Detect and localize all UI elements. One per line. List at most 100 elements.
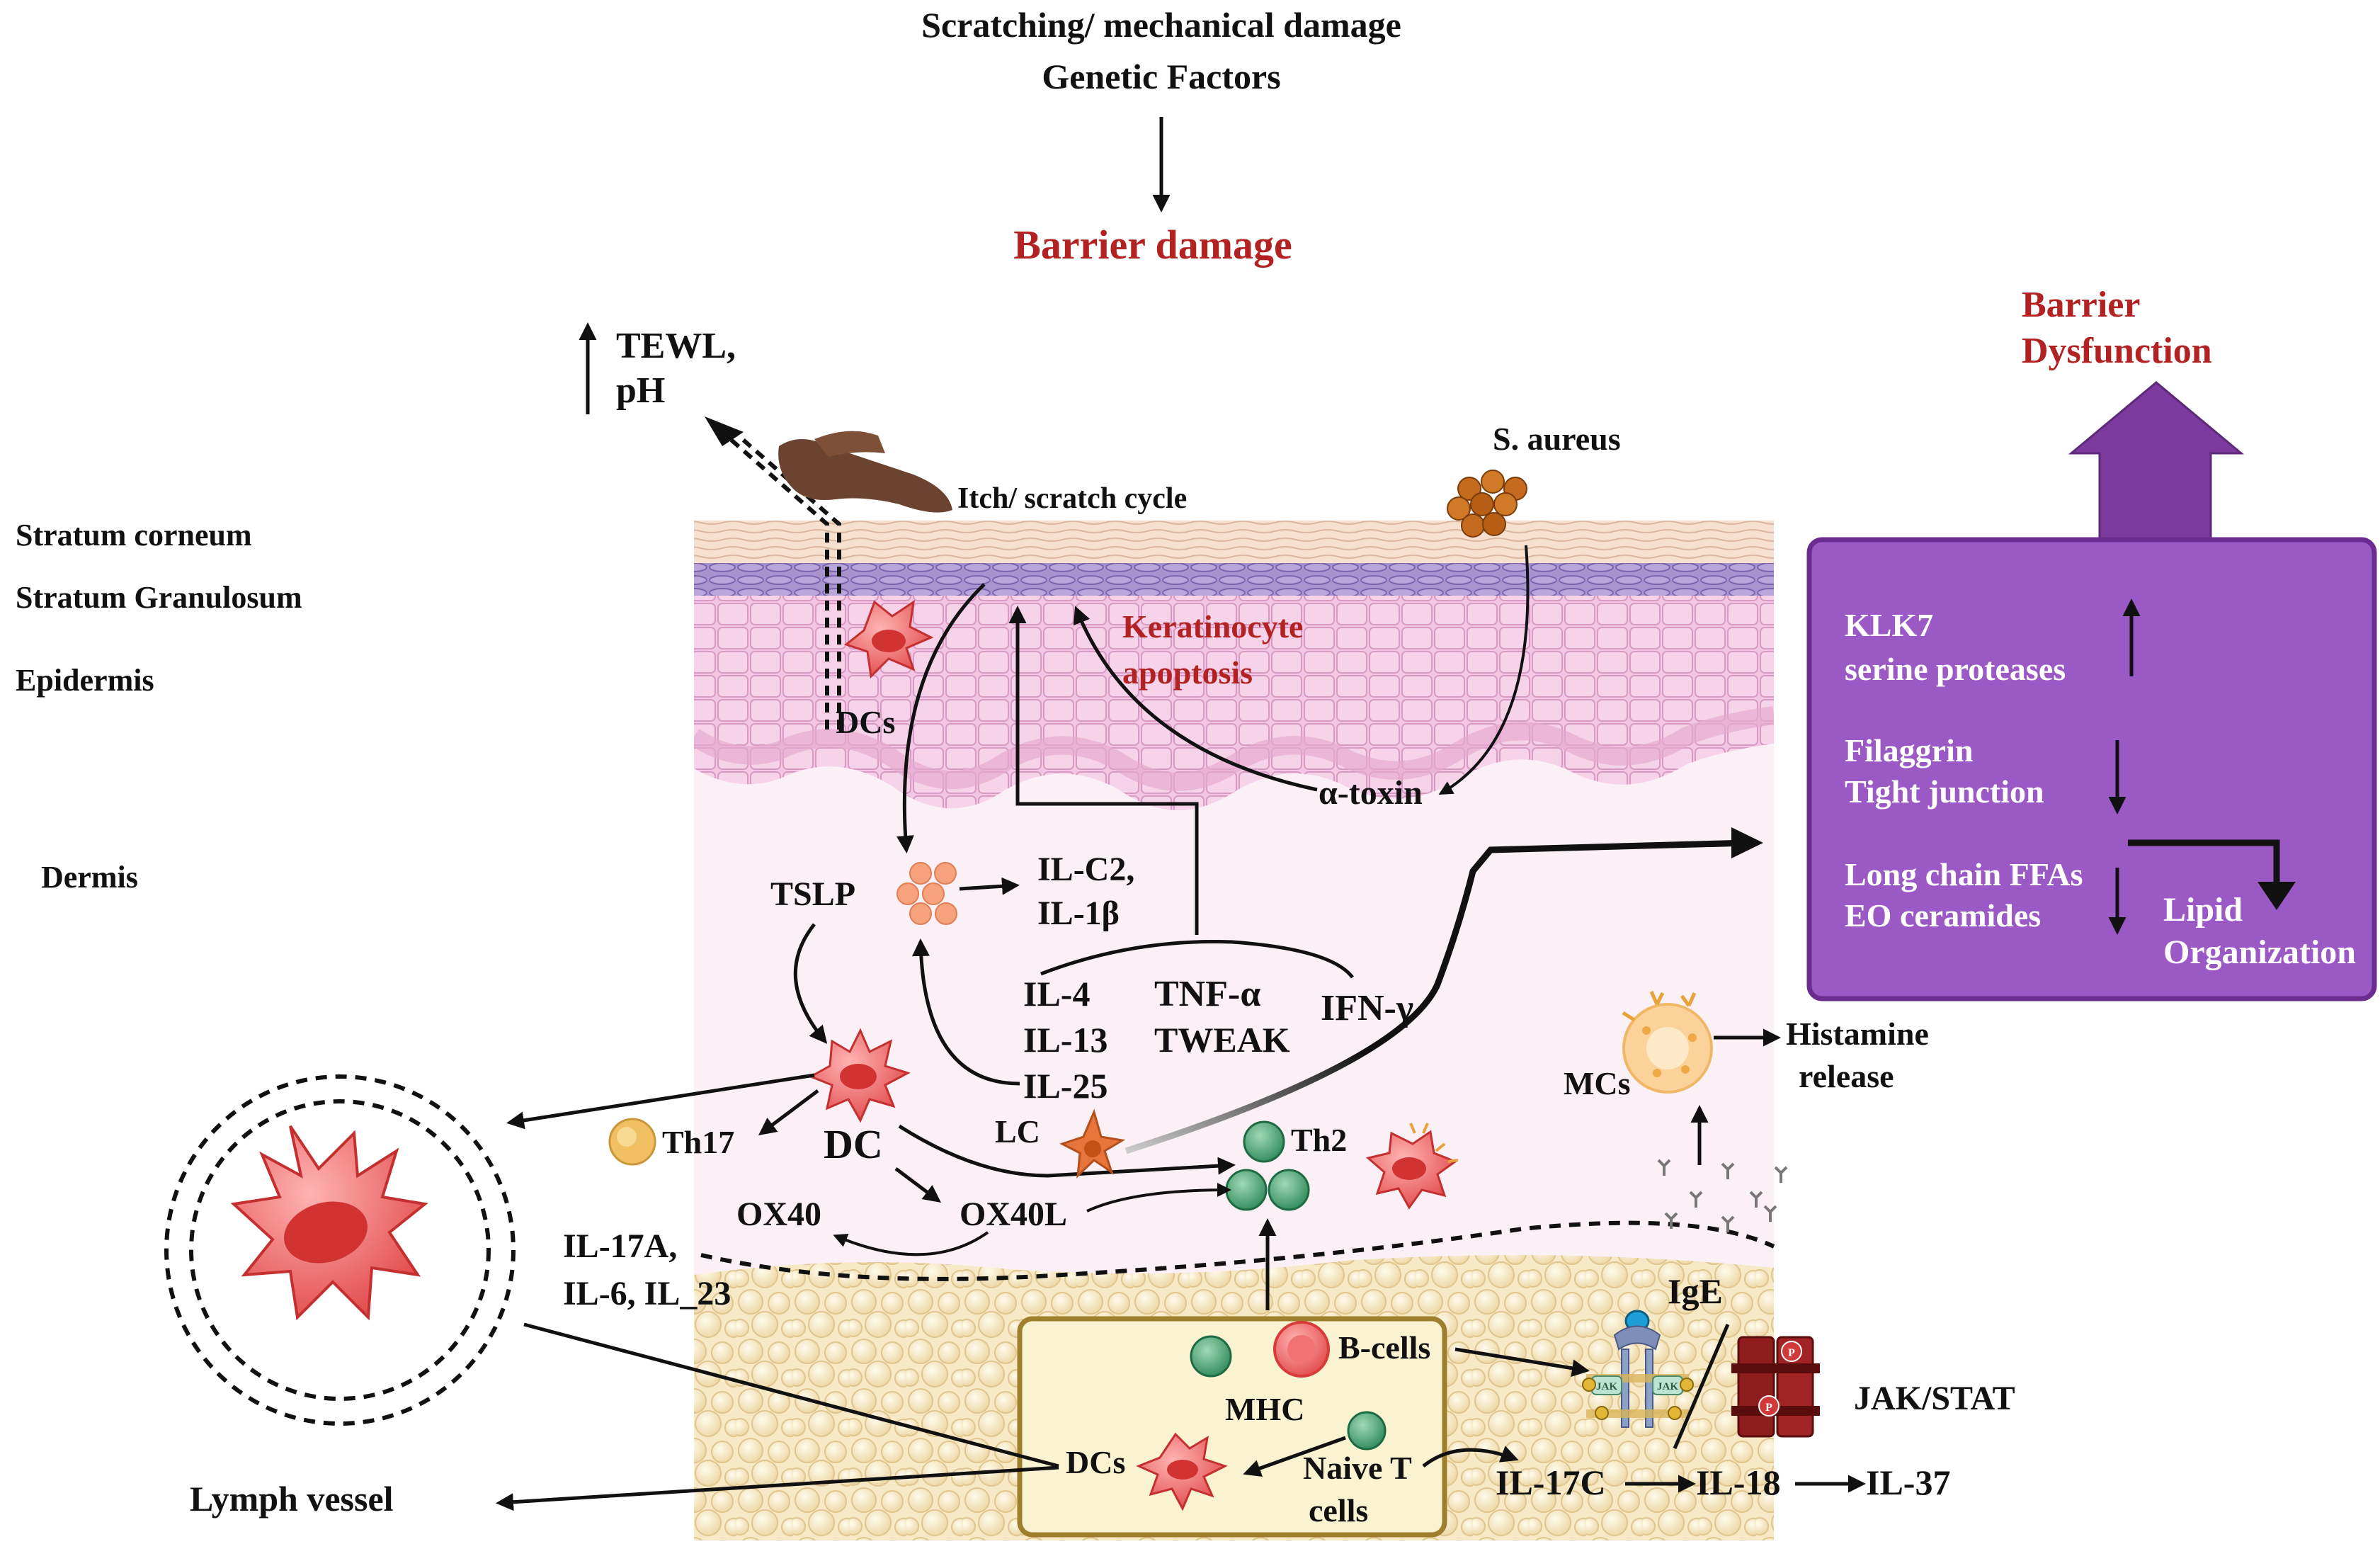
phospho-label-1: P	[1788, 1347, 1795, 1359]
label-dermis: Dermis	[41, 860, 138, 895]
ige-antibodies	[1657, 1159, 1788, 1232]
arrow-ifn-to-epidermis	[1008, 606, 1199, 935]
keratinocyte-label-1: Keratinocyte	[1122, 608, 1303, 645]
dcs-lymph-label: DCs	[1066, 1444, 1125, 1480]
ifn-gamma-label: IFN-γ	[1321, 988, 1413, 1028]
th2-label: Th2	[1291, 1122, 1347, 1158]
th17-label: Th17	[662, 1124, 734, 1160]
il4-label: IL-4	[1023, 974, 1090, 1014]
naive-t-label-1: Naive T	[1303, 1450, 1412, 1486]
line-ige	[1673, 1324, 1730, 1449]
ilc2-label-2: IL-1β	[1037, 895, 1120, 932]
jak-stat-icon: P P	[1731, 1336, 1820, 1438]
tweak-label: TWEAK	[1154, 1020, 1290, 1060]
barrier-dysfunction-panel: Barrier Dysfunction KLK7 serine protease…	[1806, 285, 2377, 1001]
cause-line-1: Scratching/ mechanical damage	[921, 5, 1401, 45]
tewl-dashed-arrow	[721, 430, 829, 730]
lymph-vessel-label: Lymph vessel	[190, 1479, 394, 1519]
il37-label: IL-37	[1866, 1463, 1950, 1502]
histamine-label-1: Histamine	[1786, 1016, 1929, 1052]
ffa-label-1: Long chain FFAs	[1845, 856, 2083, 892]
lipid-label-1: Lipid	[2163, 891, 2243, 929]
ilc2-label-1: IL-C2,	[1037, 851, 1134, 888]
arrow-bcells-to-receptor	[1454, 1347, 1590, 1378]
arrow-epidermis-to-tslp	[896, 583, 986, 853]
skin-section	[694, 521, 1774, 1540]
arrow-dc-to-th17	[758, 1089, 819, 1135]
klk7-label-1: KLK7	[1845, 607, 1933, 643]
arrow-tslp-to-ilc2	[959, 877, 1020, 895]
arrow-dc-to-lymph-circle	[506, 1073, 815, 1130]
b-cell-green	[1190, 1335, 1232, 1378]
tslp-label: TSLP	[770, 875, 855, 913]
tnf-alpha-label: TNF-α	[1154, 974, 1260, 1014]
dc-cell-lymph-box	[1136, 1432, 1228, 1511]
b-cells-label: B-cells	[1338, 1329, 1430, 1366]
tewl-label-1: TEWL,	[616, 326, 736, 366]
label-epidermis: Epidermis	[16, 663, 154, 698]
il13-label: IL-13	[1023, 1020, 1108, 1060]
itch-scratch-label: Itch/ scratch cycle	[957, 482, 1187, 515]
lc-label: LC	[995, 1113, 1040, 1150]
dc-cell-lymph	[230, 1125, 428, 1321]
label-stratum-corneum: Stratum corneum	[16, 518, 252, 552]
arrow-naive-t-to-dc	[1243, 1436, 1346, 1477]
ige-label: IgE	[1668, 1271, 1723, 1311]
arrow-il-to-tslp	[912, 938, 1020, 1086]
jak-label-left: JAK	[1596, 1381, 1617, 1392]
arrow-ox40l-to-th2	[1086, 1183, 1231, 1213]
alpha-toxin-label: α-toxin	[1319, 774, 1423, 812]
th2-cell-cluster	[1225, 1120, 1310, 1211]
granulosum-layer	[694, 562, 1774, 596]
header: Scratching/ mechanical damage Genetic Fa…	[921, 5, 1401, 268]
lymph-node-circle	[164, 1074, 516, 1426]
barrier-damage-title: Barrier damage	[1013, 222, 1292, 268]
filaggrin-label-2: Tight junction	[1845, 773, 2044, 810]
s-aureus-icon	[1447, 470, 1527, 538]
line-lymph-to-dcs	[523, 1322, 1059, 1468]
phospho-label-2: P	[1765, 1402, 1772, 1414]
il25-label: IL-25	[1023, 1066, 1108, 1106]
arrow-lc-to-barrier	[1124, 839, 1750, 1154]
il17a-label-1: IL-17A,	[563, 1227, 677, 1265]
lipid-label-2: Organization	[2163, 933, 2356, 971]
il17a-label-2: IL-6, IL_23	[563, 1275, 731, 1312]
arrow-dc-to-th2	[898, 1124, 1236, 1178]
ox40-label: OX40	[736, 1196, 821, 1233]
dc-cell-epidermis	[843, 599, 934, 679]
il17c-label: IL-17C	[1496, 1463, 1606, 1502]
tewl-group: TEWL, pH	[579, 322, 841, 730]
lymph-node-box	[1017, 1316, 1447, 1538]
keratinocyte-label-2: apoptosis	[1122, 654, 1253, 691]
arrow-ox40l-to-ox40	[833, 1231, 989, 1256]
cytokine-arc	[1040, 940, 1354, 979]
arrow-naive-t-to-il17c	[1422, 1446, 1519, 1468]
histamine-label-2: release	[1799, 1058, 1894, 1094]
corneum-layer	[694, 521, 1774, 563]
dc-cell-dermis	[808, 1028, 911, 1123]
dysfunction-box	[1806, 537, 2377, 1001]
label-stratum-granulosum: Stratum Granulosum	[16, 580, 302, 615]
jak-stat-label: JAK/STAT	[1854, 1380, 2015, 1417]
dermal-cell-right	[1365, 1123, 1459, 1210]
dcs-epidermis-label: DCs	[836, 704, 895, 740]
dermis-dashed-boundary	[700, 1220, 1775, 1281]
naive-t-cell	[1347, 1411, 1387, 1451]
filaggrin-label-1: Filaggrin	[1845, 732, 1973, 768]
epidermis-layer	[694, 560, 1774, 810]
ffa-label-2: EO ceramides	[1845, 897, 2041, 933]
s-aureus-label: S. aureus	[1493, 421, 1621, 457]
mcs-label: MCs	[1564, 1065, 1631, 1101]
naive-t-label-2: cells	[1309, 1492, 1368, 1528]
dc-label: DC	[824, 1121, 883, 1167]
jak-label-right: JAK	[1657, 1381, 1678, 1392]
dysfunction-title-2: Dysfunction	[2022, 331, 2212, 371]
dysfunction-up-arrow	[2068, 381, 2245, 554]
klk7-label-2: serine proteases	[1845, 651, 2066, 687]
tewl-label-2: pH	[616, 370, 665, 411]
arrow-dc-to-ox40l	[894, 1167, 941, 1203]
layer-labels: Stratum corneum Stratum Granulosum Epide…	[16, 518, 302, 895]
th17-cell	[608, 1118, 656, 1166]
s-aureus-arrow	[1438, 545, 1530, 795]
